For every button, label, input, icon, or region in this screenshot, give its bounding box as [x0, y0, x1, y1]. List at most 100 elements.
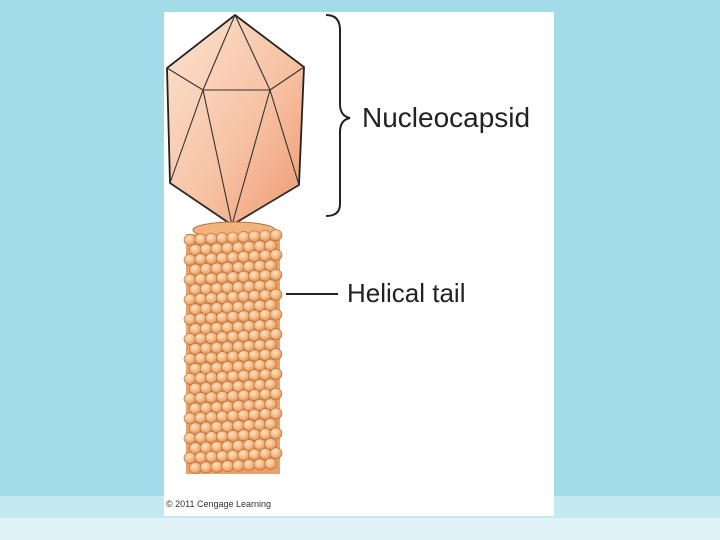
- tail-bead: [216, 292, 228, 303]
- tail-bead: [238, 410, 250, 421]
- tail-bead: [259, 329, 271, 340]
- tail-bead: [270, 388, 282, 399]
- tail-bead: [206, 332, 218, 343]
- tail-bead: [227, 232, 239, 243]
- tail-bead: [238, 311, 250, 322]
- tail-bead: [184, 453, 196, 464]
- tail-bead: [206, 253, 218, 264]
- tail-bead: [206, 412, 218, 423]
- tail-bead: [206, 352, 218, 363]
- tail-bead: [189, 462, 201, 473]
- tail-bead: [259, 448, 271, 459]
- tail-bead: [216, 371, 228, 382]
- tail-bead: [227, 351, 239, 362]
- tail-bead: [216, 411, 228, 422]
- tail-bead: [206, 432, 218, 443]
- tail-bead: [270, 349, 282, 360]
- tail-bead: [184, 334, 196, 345]
- tail-bead: [184, 393, 196, 404]
- tail-bead: [270, 289, 282, 300]
- tail-bead: [206, 273, 218, 284]
- tail-bead: [259, 349, 271, 360]
- tail-bead: [195, 432, 207, 443]
- tail-bead: [238, 271, 250, 282]
- tail-bead: [259, 270, 271, 281]
- tail-bead: [206, 372, 218, 383]
- tail-bead: [206, 313, 218, 324]
- tail-bead: [227, 331, 239, 342]
- tail-bead: [195, 353, 207, 364]
- tail-bead: [270, 408, 282, 419]
- tail-bead: [211, 461, 223, 472]
- tail-bead: [238, 430, 250, 441]
- tail-bead: [238, 450, 250, 461]
- tail-bead: [249, 330, 261, 341]
- tail-bead: [216, 272, 228, 283]
- nucleocapsid-label: Nucleocapsid: [362, 102, 530, 134]
- tail-bead: [238, 390, 250, 401]
- tail-bead: [259, 310, 271, 321]
- tail-bead: [249, 449, 261, 460]
- tail-bead: [227, 272, 239, 283]
- tail-bead: [227, 252, 239, 263]
- footer-band-light: [0, 518, 720, 540]
- tail-bead: [270, 368, 282, 379]
- virus-illustration: [164, 12, 554, 516]
- nucleocapsid-bracket: [326, 15, 350, 216]
- tail-bead: [200, 462, 212, 473]
- tail-bead: [184, 433, 196, 444]
- tail-bead: [184, 353, 196, 364]
- tail-bead: [195, 452, 207, 463]
- tail-bead: [227, 292, 239, 303]
- tail-bead: [249, 271, 261, 282]
- tail-bead: [184, 274, 196, 285]
- tail-bead: [195, 274, 207, 285]
- tail-bead: [184, 294, 196, 305]
- tail-bead: [259, 389, 271, 400]
- tail-bead: [270, 329, 282, 340]
- tail-bead: [216, 332, 228, 343]
- tail-bead: [232, 460, 244, 471]
- tail-bead: [206, 233, 218, 244]
- tail-bead: [227, 410, 239, 421]
- tail-bead: [216, 391, 228, 402]
- helical-tail-label: Helical tail: [347, 278, 466, 309]
- tail-bead: [222, 461, 234, 472]
- tail-bead: [195, 234, 207, 245]
- tail-bead: [270, 230, 282, 241]
- tail-bead: [216, 233, 228, 244]
- capsid-head: [167, 15, 304, 225]
- tail-bead: [184, 413, 196, 424]
- tail-bead: [195, 412, 207, 423]
- tail-bead: [195, 313, 207, 324]
- tail-bead: [249, 429, 261, 440]
- tail-bead: [184, 254, 196, 265]
- tail-bead: [254, 459, 266, 470]
- tail-bead: [227, 371, 239, 382]
- tail-bead: [238, 251, 250, 262]
- tail-bead: [259, 409, 271, 420]
- tail-bead: [216, 451, 228, 462]
- tail-bead: [238, 331, 250, 342]
- tail-bead: [249, 251, 261, 262]
- tail-bead: [206, 293, 218, 304]
- helical-tail: [184, 230, 282, 474]
- tail-bead: [243, 459, 255, 470]
- figure-panel: Nucleocapsid Helical tail © 2011 Cengage…: [164, 12, 554, 516]
- tail-bead: [249, 409, 261, 420]
- tail-bead: [227, 450, 239, 461]
- tail-bead: [238, 231, 250, 242]
- tail-bead: [206, 392, 218, 403]
- tail-bead: [216, 352, 228, 363]
- tail-bead: [259, 369, 271, 380]
- tail-bead: [195, 373, 207, 384]
- tail-bead: [216, 252, 228, 263]
- tail-bead: [216, 312, 228, 323]
- tail-bead: [265, 458, 277, 469]
- tail-bead: [259, 230, 271, 241]
- tail-bead: [270, 428, 282, 439]
- tail-bead: [238, 350, 250, 361]
- tail-bead: [249, 290, 261, 301]
- tail-bead: [238, 291, 250, 302]
- tail-bead: [249, 370, 261, 381]
